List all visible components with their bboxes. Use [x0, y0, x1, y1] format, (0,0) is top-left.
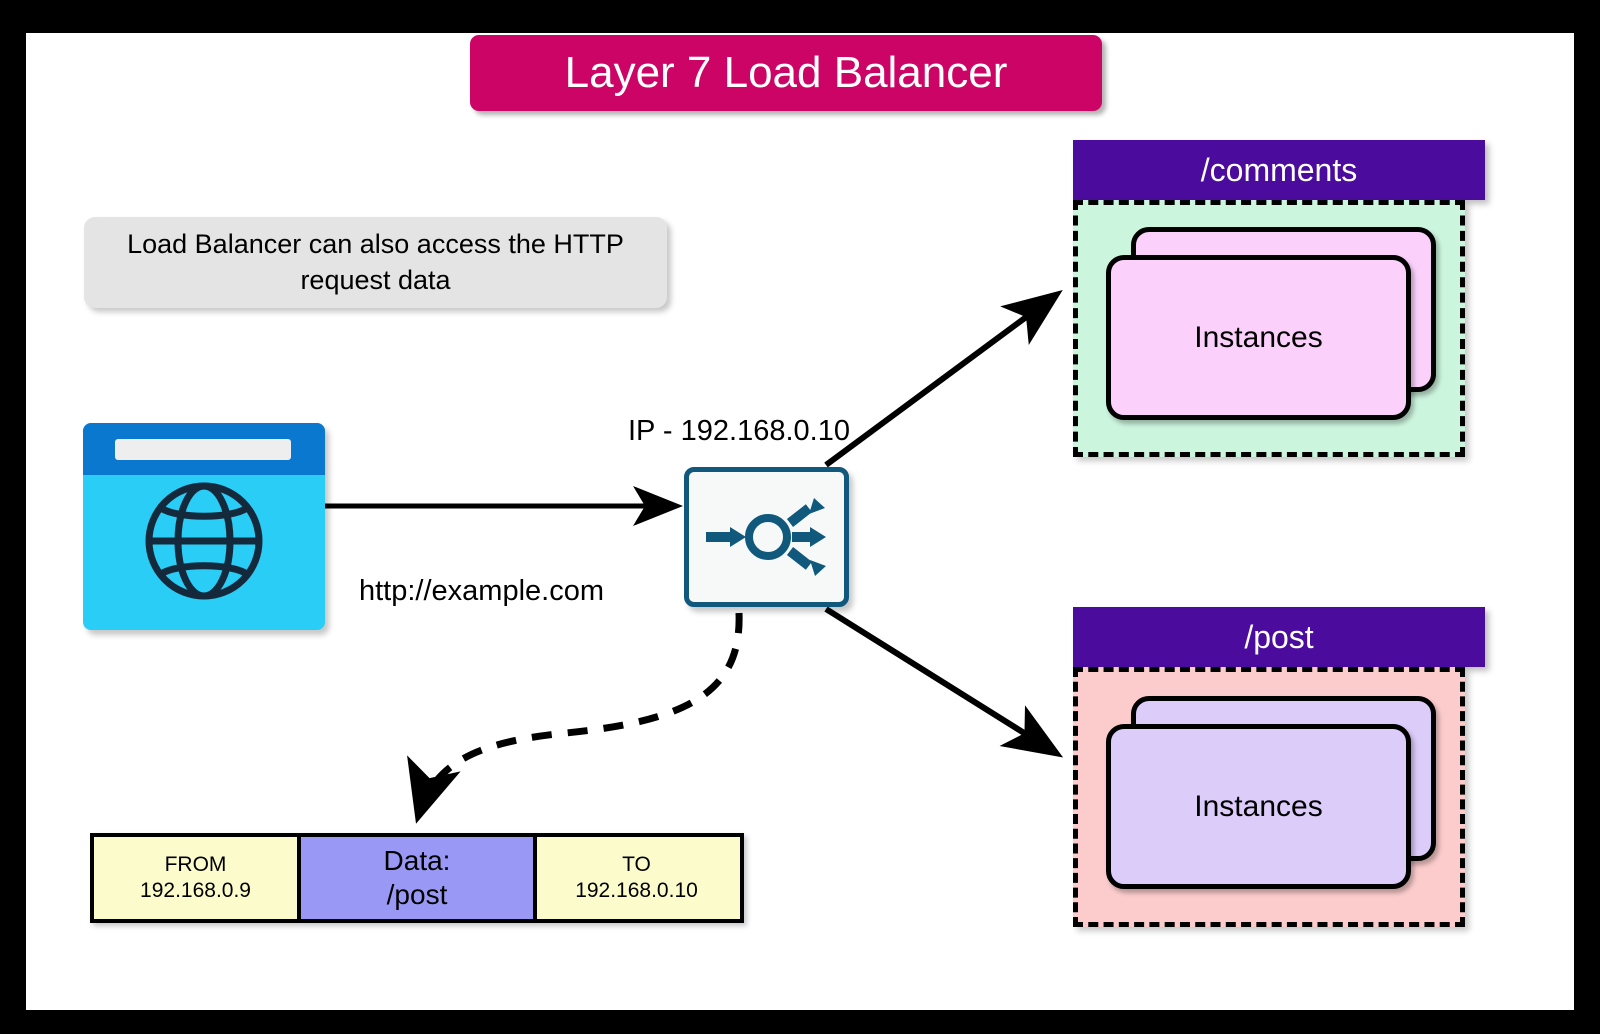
globe-icon	[145, 482, 263, 600]
note-callout-text: Load Balancer can also access the HTTP r…	[127, 228, 624, 295]
page-title: Layer 7 Load Balancer	[470, 35, 1102, 111]
diagram-canvas: Layer 7 Load Balancer Load Balancer can …	[26, 33, 1574, 1010]
browser-titlebar	[83, 423, 325, 475]
instance-card-label: Instances	[1194, 320, 1323, 354]
instance-card-label: Instances	[1194, 789, 1323, 823]
target-group-comments-body: Instances	[1073, 200, 1465, 457]
packet-cell-from: FROM 192.168.0.9	[94, 837, 297, 919]
target-group-post-body: Instances	[1073, 667, 1465, 927]
packet-cell-data-label: Data:	[383, 844, 451, 876]
load-balancer-distribute-icon	[705, 498, 826, 576]
target-group-comments-header: /comments	[1073, 140, 1485, 200]
target-group-comments: /comments Instances	[1073, 140, 1485, 457]
target-group-post-title: /post	[1244, 618, 1314, 655]
instance-card-front: Instances	[1106, 724, 1411, 889]
load-balancer-node	[684, 467, 849, 607]
http-packet-table: FROM 192.168.0.9 Data: /post TO 192.168.…	[90, 833, 744, 923]
instance-card-front: Instances	[1106, 255, 1411, 420]
packet-cell-to-label: TO	[622, 853, 651, 877]
packet-cell-data-value: /post	[386, 879, 448, 910]
browser-url-bar	[115, 439, 291, 460]
target-group-post-header: /post	[1073, 607, 1485, 667]
load-balancer-ip-label: IP - 192.168.0.10	[628, 415, 850, 447]
packet-cell-from-value: 192.168.0.9	[140, 879, 251, 902]
arrow-load-balancer-to-comments	[824, 290, 1063, 468]
instance-stack: Instances	[1106, 696, 1436, 896]
note-callout: Load Balancer can also access the HTTP r…	[84, 217, 667, 308]
packet-cell-to: TO 192.168.0.10	[537, 837, 736, 919]
target-group-comments-title: /comments	[1200, 151, 1358, 188]
arrow-load-balancer-to-post	[824, 606, 1064, 758]
packet-cell-data: Data: /post	[297, 837, 537, 919]
request-url-label: http://example.com	[359, 575, 604, 607]
packet-cell-from-label: FROM	[164, 853, 227, 877]
page-title-text: Layer 7 Load Balancer	[564, 48, 1008, 97]
packet-cell-to-value: 192.168.0.10	[575, 879, 698, 902]
client-browser-icon	[83, 423, 325, 630]
arrow-load-balancer-to-packet	[407, 612, 743, 824]
instance-stack: Instances	[1106, 227, 1436, 425]
target-group-post: /post Instances	[1073, 607, 1485, 927]
